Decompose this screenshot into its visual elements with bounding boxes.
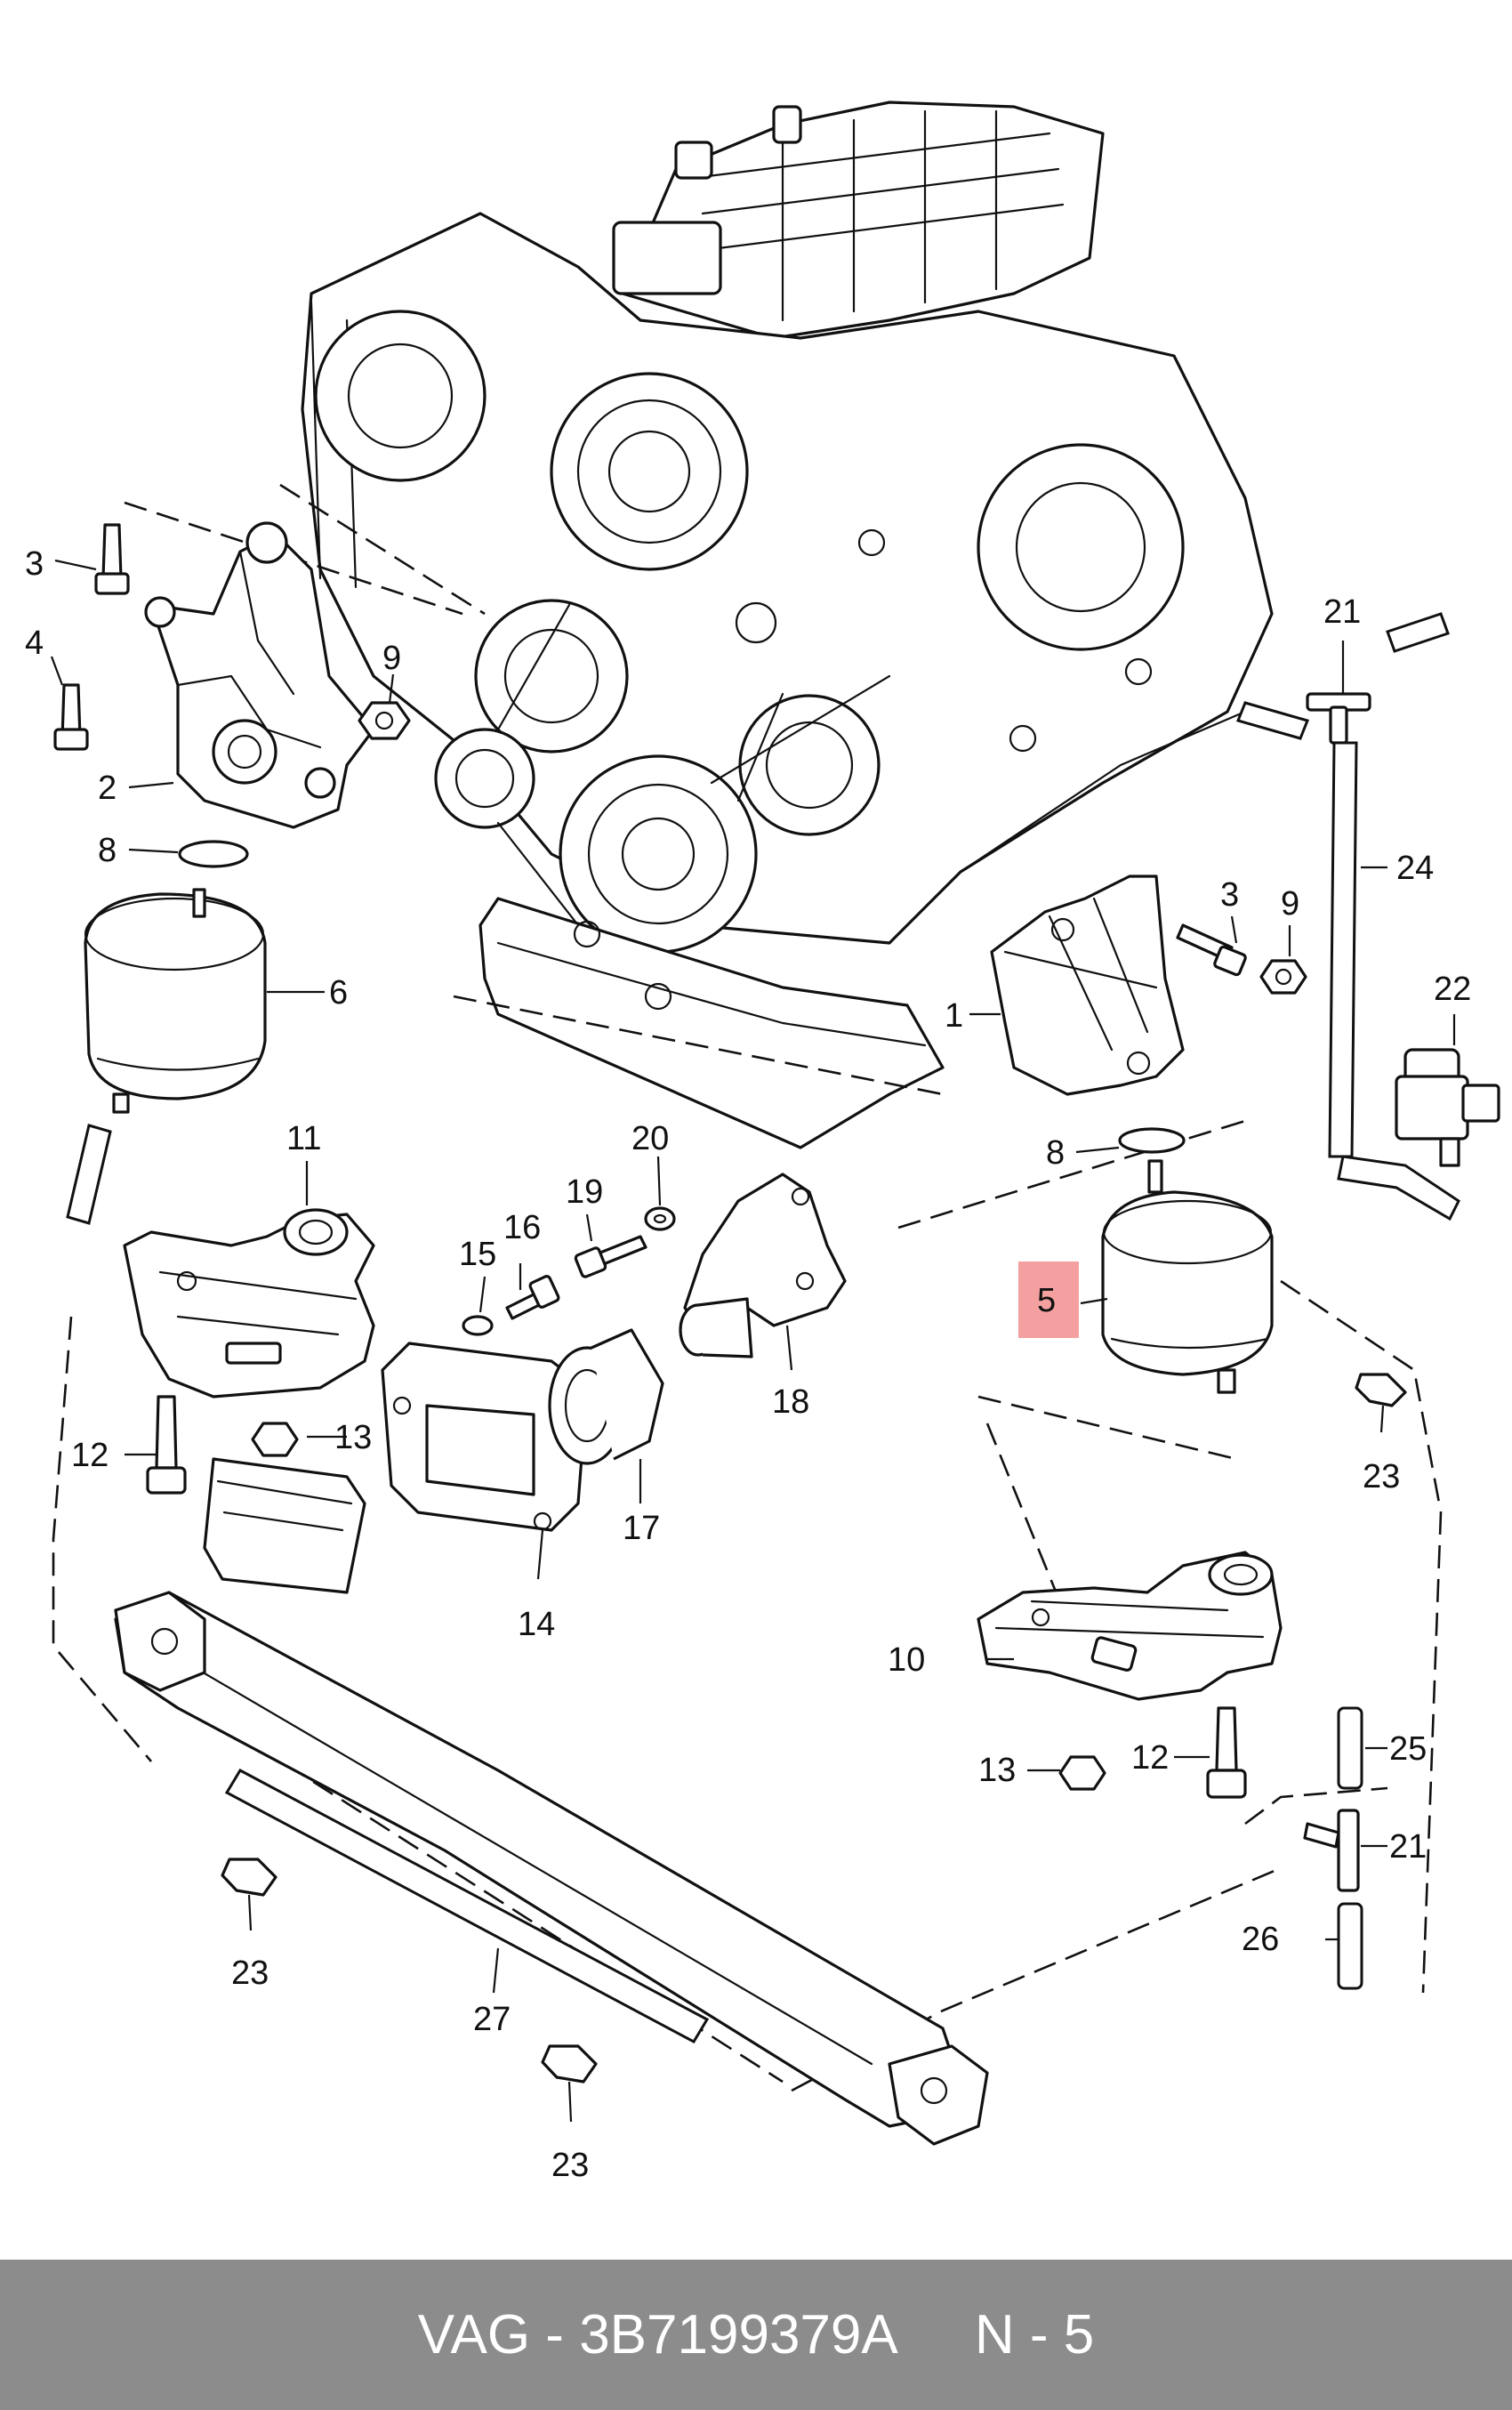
callout-8: 8: [98, 832, 117, 869]
callout-27: 27: [473, 2001, 511, 2038]
hose-27: [224, 1769, 710, 2043]
clip-23-lower-left: [221, 1858, 277, 1897]
callout-9: 9: [382, 640, 401, 677]
footer-part-number: 3B7199379A: [579, 2304, 898, 2366]
callout-1: 1: [945, 997, 963, 1035]
callout-6: 6: [329, 974, 348, 1012]
engine-block: [301, 101, 1274, 1149]
hose-left-short: [66, 1124, 112, 1225]
footer-gap: [898, 2303, 975, 2366]
callout-25: 25: [1389, 1730, 1427, 1768]
callout-10: 10: [888, 1641, 925, 1679]
hose-24: [1328, 741, 1358, 1158]
callout-17: 17: [623, 1510, 660, 1547]
callout-11: 11: [286, 1120, 321, 1157]
hose-25: [1337, 1706, 1363, 1790]
callout-5: 5: [1037, 1282, 1056, 1319]
washer-20: [644, 1206, 676, 1231]
hose-26: [1337, 1902, 1363, 1990]
bolt-19: [574, 1235, 647, 1278]
callout-12-right: 12: [1131, 1739, 1169, 1777]
callout-9-right: 9: [1281, 885, 1299, 923]
left-engine-bracket: [144, 521, 375, 829]
hose-24-lower: [1337, 1155, 1460, 1221]
callout-21-top: 21: [1323, 593, 1361, 631]
callout-13-right: 13: [978, 1752, 1016, 1789]
callout-16: 16: [503, 1209, 541, 1246]
part-info-footer: VAG - 3B7199379A N - 5: [0, 2260, 1512, 2410]
tee-21-lower: [1303, 1809, 1360, 1892]
assembly-lines: [52, 483, 1443, 2092]
bracket-18: [679, 1173, 847, 1358]
callout-18: 18: [772, 1383, 809, 1421]
bracket-10: [977, 1551, 1283, 1701]
footer-brand: VAG: [417, 2304, 531, 2366]
bolt-4-left: [53, 683, 89, 751]
callout-22: 22: [1434, 971, 1471, 1008]
callout-13: 13: [334, 1419, 372, 1456]
callout-12: 12: [71, 1437, 109, 1474]
callout-3-right: 3: [1220, 876, 1239, 914]
callout-23-lower-left: 23: [231, 1955, 269, 1992]
callout-26: 26: [1242, 1921, 1279, 1958]
bolt-3-left: [94, 523, 130, 595]
leader-lines: [50, 559, 1456, 2123]
callout-20: 20: [631, 1120, 669, 1157]
callout-3: 3: [25, 545, 44, 583]
bolt-3-right: [1176, 923, 1247, 977]
callout-23-lower-mid: 23: [551, 2147, 589, 2184]
callout-21-lower: 21: [1389, 1828, 1427, 1866]
washer-15: [462, 1315, 494, 1336]
bushing-17: [548, 1328, 664, 1465]
washer-8-right: [1118, 1127, 1186, 1154]
callout-23-right: 23: [1363, 1458, 1400, 1495]
nut-9-right: [1259, 959, 1307, 995]
callout-5-highlight: [1018, 1261, 1079, 1338]
footer-position-label: N - 5: [974, 2304, 1095, 2366]
bolt-16: [505, 1275, 560, 1320]
engine-bracket-1: [990, 875, 1185, 1096]
callout-8-right: 8: [1046, 1134, 1065, 1172]
valve-22: [1395, 1048, 1500, 1167]
callout-14: 14: [518, 1606, 555, 1643]
callout-2: 2: [98, 770, 117, 807]
callout-15: 15: [459, 1236, 496, 1273]
washer-8-left: [178, 840, 249, 868]
nut-13-right: [1058, 1755, 1106, 1791]
pad-14: [203, 1342, 589, 1594]
callout-4: 4: [25, 625, 44, 662]
hose-21-top: [1235, 612, 1450, 745]
nut-9-left: [358, 701, 411, 740]
clip-23-right: [1355, 1373, 1407, 1407]
bracket-11: [123, 1208, 375, 1398]
cross-tube: [114, 1591, 989, 2146]
clip-23-lower-mid: [541, 2044, 598, 2084]
bolt-12-left: [146, 1395, 187, 1495]
callouts: 3 4 2 8 9 6 11 12 13 14 15 16 17 18 19 2…: [25, 545, 1471, 2184]
callout-19: 19: [566, 1173, 603, 1211]
nut-13-left: [251, 1422, 299, 1457]
engine-mount-5: [1101, 1159, 1274, 1394]
bolt-12-right: [1206, 1706, 1247, 1799]
engine-mount-6: [84, 888, 267, 1114]
callout-24: 24: [1396, 850, 1434, 887]
footer-separator: -: [530, 2304, 580, 2366]
engine-mount-diagram: 3 4 2 8 9 6 11 12 13 14 15 16 17 18 19 2…: [25, 101, 1500, 2184]
